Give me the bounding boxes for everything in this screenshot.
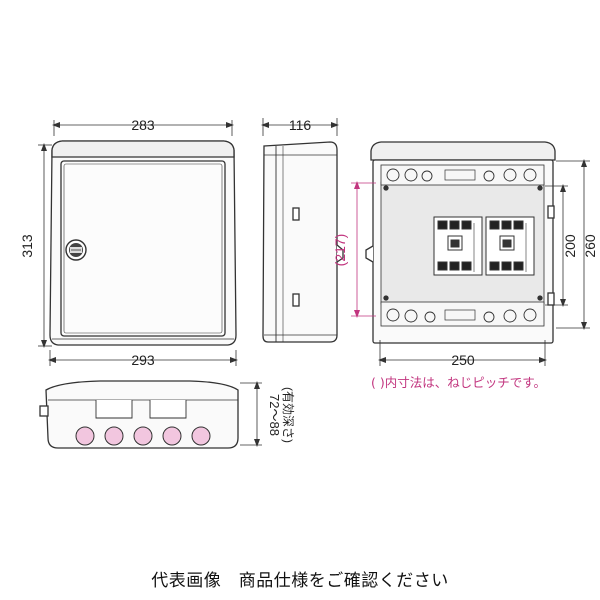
side-depth-label: 116	[289, 117, 312, 133]
interior-pitch-label: (217)	[332, 234, 348, 267]
front-height-label: 313	[19, 234, 35, 258]
knockout-hole	[162, 426, 182, 446]
breaker-left	[433, 216, 483, 276]
bottom-depth-range-label: 72～88	[267, 394, 282, 436]
interior-dimension-lines	[351, 159, 590, 366]
knockout-holes	[75, 426, 211, 446]
front-width-top-label: 283	[131, 117, 155, 133]
pitch-note: ( )内寸法は、ねじピッチです。	[371, 375, 546, 390]
bottom-depth-note-label: (有効深さ)	[281, 387, 296, 443]
knockout-hole	[133, 426, 153, 446]
bottom-view	[39, 380, 262, 449]
side-view	[261, 118, 344, 343]
breaker-right	[485, 216, 535, 276]
front-width-bottom-label: 293	[131, 352, 155, 368]
interior-height-outer-label: 260	[582, 234, 598, 258]
lock-icon	[65, 239, 87, 261]
knockout-hole	[75, 426, 95, 446]
knockout-hole	[191, 426, 211, 446]
interior-height-label: 200	[562, 234, 578, 258]
front-view	[38, 120, 238, 366]
caption: 代表画像 商品仕様をご確認ください	[151, 571, 449, 591]
knockout-hole	[104, 426, 124, 446]
interior-width-label: 250	[451, 352, 475, 368]
